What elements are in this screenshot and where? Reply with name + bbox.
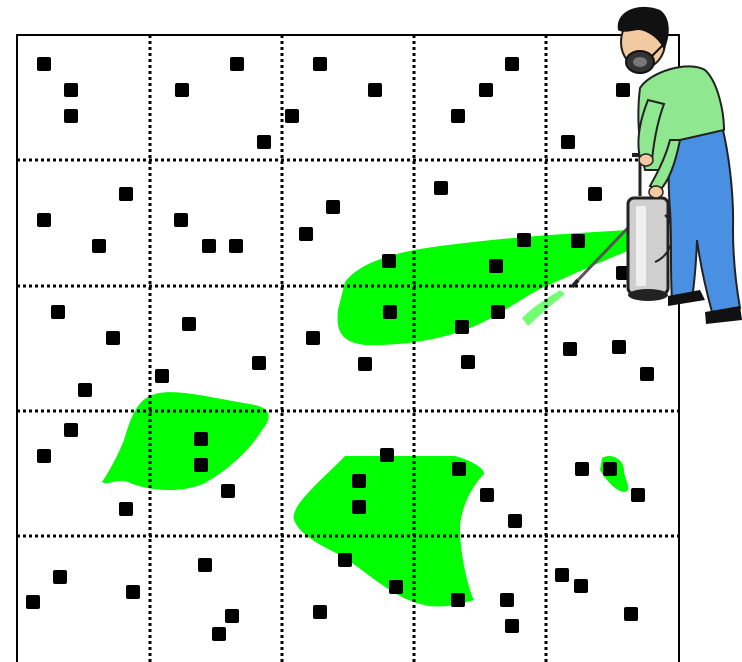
- sample-point: [575, 462, 589, 476]
- sample-point: [500, 593, 514, 607]
- sprayed-patch-upper: [338, 230, 630, 345]
- sample-point: [382, 254, 396, 268]
- sprayed-patch-left: [102, 392, 269, 490]
- sample-point: [252, 356, 266, 370]
- grid-border: [17, 35, 679, 662]
- sample-point: [588, 187, 602, 201]
- sample-point: [175, 83, 189, 97]
- field-grid: [17, 35, 679, 662]
- sample-point: [182, 317, 196, 331]
- sample-point: [561, 135, 575, 149]
- sample-point: [624, 607, 638, 621]
- sample-point: [461, 355, 475, 369]
- sample-point: [119, 187, 133, 201]
- sample-point: [174, 213, 188, 227]
- sample-point: [37, 449, 51, 463]
- sample-point: [352, 500, 366, 514]
- sample-point: [508, 514, 522, 528]
- sample-point: [480, 488, 494, 502]
- sample-point: [64, 109, 78, 123]
- sample-point: [92, 239, 106, 253]
- sample-point: [451, 109, 465, 123]
- sample-point: [616, 83, 630, 97]
- sample-point: [555, 568, 569, 582]
- sample-point: [389, 580, 403, 594]
- sample-point: [221, 484, 235, 498]
- sample-point: [299, 227, 313, 241]
- sample-point: [155, 369, 169, 383]
- sample-point: [51, 305, 65, 319]
- sample-point: [26, 595, 40, 609]
- sample-point: [631, 488, 645, 502]
- sample-points: [26, 57, 654, 641]
- sample-point: [198, 558, 212, 572]
- sample-point: [37, 57, 51, 71]
- sample-point: [505, 57, 519, 71]
- sample-point: [517, 233, 531, 247]
- person-head: [618, 7, 669, 73]
- sample-point: [64, 423, 78, 437]
- sample-point: [306, 331, 320, 345]
- sample-point: [358, 357, 372, 371]
- sample-point: [380, 448, 394, 462]
- sample-point: [313, 57, 327, 71]
- sample-point: [230, 57, 244, 71]
- sample-point: [78, 383, 92, 397]
- sample-point: [257, 135, 271, 149]
- sample-point: [383, 305, 397, 319]
- sample-point: [505, 619, 519, 633]
- sample-point: [434, 181, 448, 195]
- sample-point: [491, 305, 505, 319]
- sample-point: [106, 331, 120, 345]
- sample-point: [640, 367, 654, 381]
- sample-point: [64, 83, 78, 97]
- sample-point: [194, 432, 208, 446]
- sample-point: [603, 462, 617, 476]
- sample-point: [489, 259, 503, 273]
- sprayed-patch-center: [294, 456, 484, 607]
- sample-point: [326, 200, 340, 214]
- sample-point: [571, 234, 585, 248]
- sample-point: [37, 213, 51, 227]
- sample-point: [212, 627, 226, 641]
- sample-point: [225, 609, 239, 623]
- sample-point: [368, 83, 382, 97]
- sample-point: [126, 585, 140, 599]
- sample-point: [194, 458, 208, 472]
- sample-point: [455, 320, 469, 334]
- grid-dotted-lines: [17, 35, 679, 662]
- sample-point: [563, 342, 577, 356]
- sample-point: [285, 109, 299, 123]
- sample-point: [53, 570, 67, 584]
- sample-point: [452, 462, 466, 476]
- sample-point: [479, 83, 493, 97]
- sample-point: [202, 239, 216, 253]
- sample-point: [451, 593, 465, 607]
- sample-point: [612, 340, 626, 354]
- sample-point: [338, 553, 352, 567]
- sample-point: [119, 502, 133, 516]
- sample-point: [313, 605, 327, 619]
- sample-point: [574, 579, 588, 593]
- person-pants: [669, 126, 740, 312]
- person-spraying: [572, 7, 742, 324]
- sample-point: [229, 239, 243, 253]
- sample-point: [352, 474, 366, 488]
